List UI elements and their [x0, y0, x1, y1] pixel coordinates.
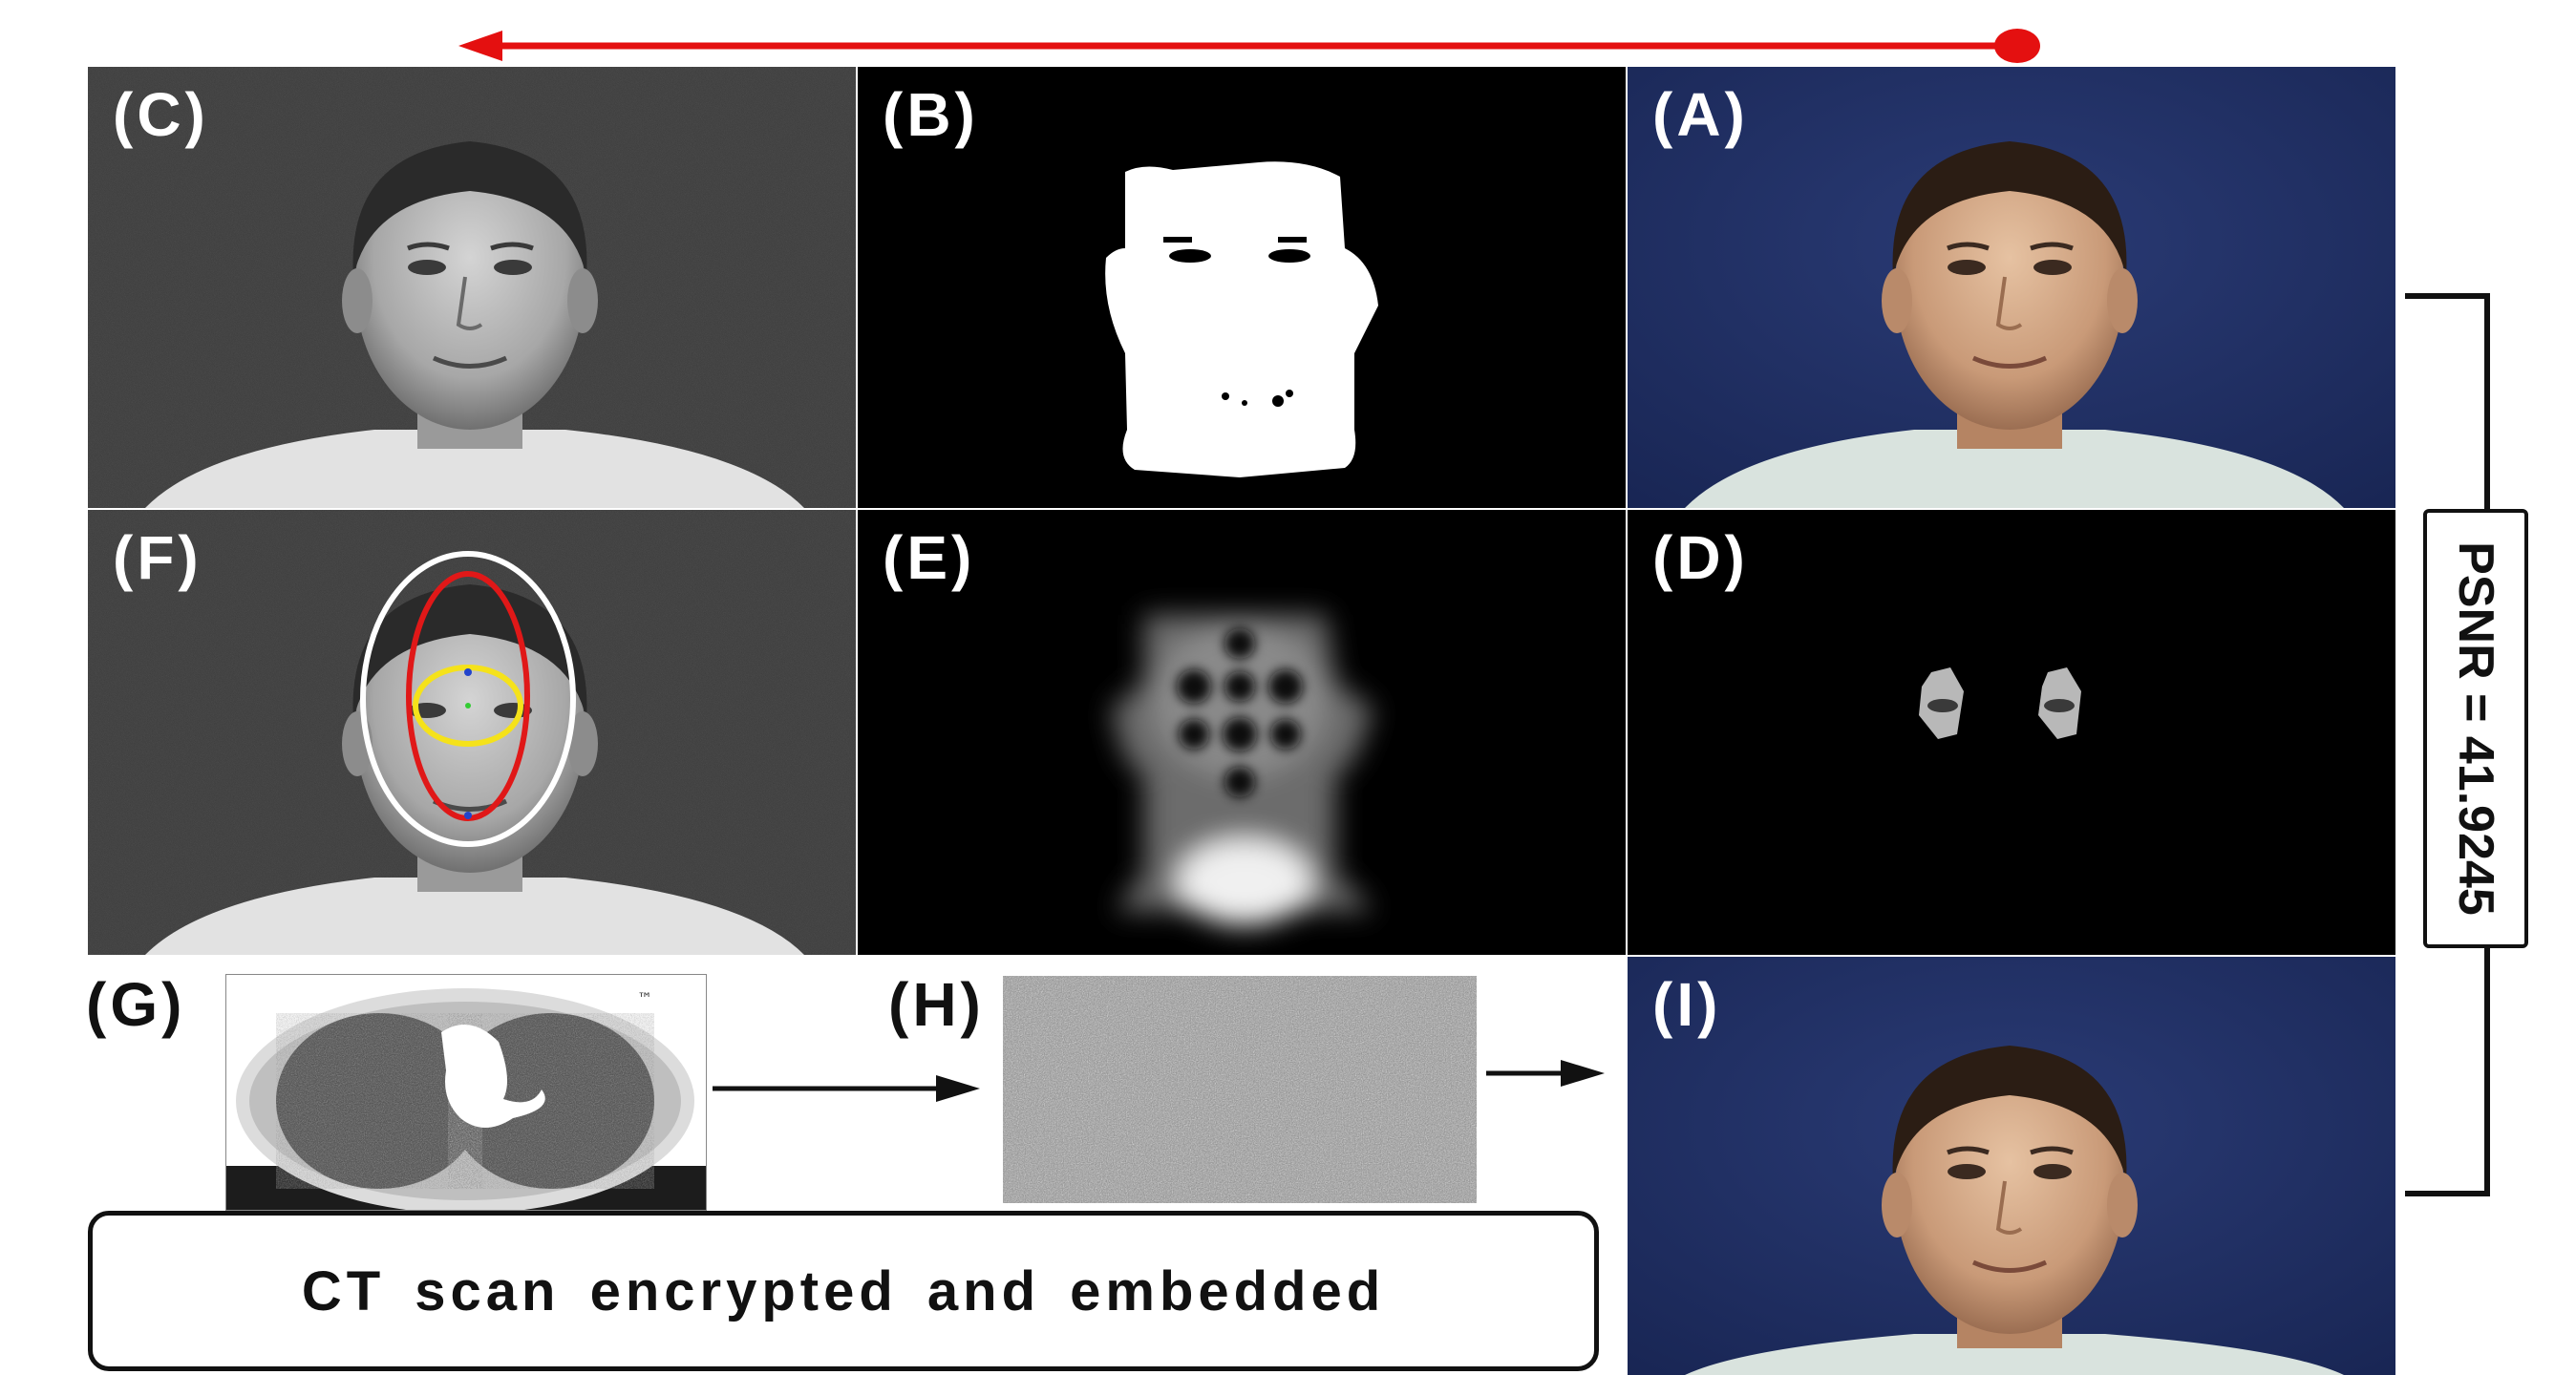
watermarked-face-photo — [1628, 957, 2395, 1375]
panel-label-c: (C) — [113, 80, 209, 149]
panel-label-h: (H) — [888, 970, 985, 1039]
panel-label-a: (A) — [1652, 80, 1749, 149]
psnr-value: PSNR = 41.9245 — [2448, 541, 2504, 916]
grayscale-face-image — [88, 67, 856, 508]
arrow-h-to-i — [1486, 1060, 1605, 1087]
panel-h-encrypted-image — [1003, 976, 1477, 1203]
panel-f-face-ellipses: (F) — [88, 510, 856, 955]
encrypted-noise-image — [1003, 976, 1477, 1203]
panel-label-e: (E) — [883, 523, 976, 592]
panel-i-watermarked-photo: (I) — [1628, 957, 2395, 1375]
panel-c-grayscale-face: (C) — [88, 67, 856, 508]
panel-label-f: (F) — [113, 523, 202, 592]
face-with-fitted-ellipses — [88, 510, 856, 955]
original-face-photo — [1628, 67, 2395, 508]
panel-b-skin-mask: (B) — [858, 67, 1626, 508]
panel-label-b: (B) — [883, 80, 979, 149]
panel-label-g: (G) — [86, 970, 186, 1039]
skin-mask-image — [858, 67, 1626, 508]
top-direction-arrow — [458, 29, 2040, 63]
yellow-eye-ellipse — [413, 665, 523, 747]
caption-text: CT scan encrypted and embedded — [301, 1259, 1386, 1322]
panel-e-distance-map: (E) — [858, 510, 1626, 955]
arrow-g-to-h — [713, 1075, 980, 1102]
panel-g-ct-scan: ™ — [225, 974, 707, 1211]
panel-d-eye-regions: (D) — [1628, 510, 2395, 955]
svg-text:™: ™ — [637, 989, 652, 1007]
panel-label-d: (D) — [1652, 523, 1749, 592]
ct-scan-image: ™ — [226, 975, 706, 1210]
caption-box: CT scan encrypted and embedded — [88, 1211, 1599, 1371]
panel-label-i: (I) — [1652, 970, 1722, 1039]
outer-face-ellipse — [360, 551, 576, 847]
eye-regions-image — [1628, 510, 2395, 955]
psnr-box: PSNR = 41.9245 — [2423, 509, 2528, 948]
panel-a-original-photo: (A) — [1628, 67, 2395, 508]
distance-map-image — [858, 510, 1626, 955]
